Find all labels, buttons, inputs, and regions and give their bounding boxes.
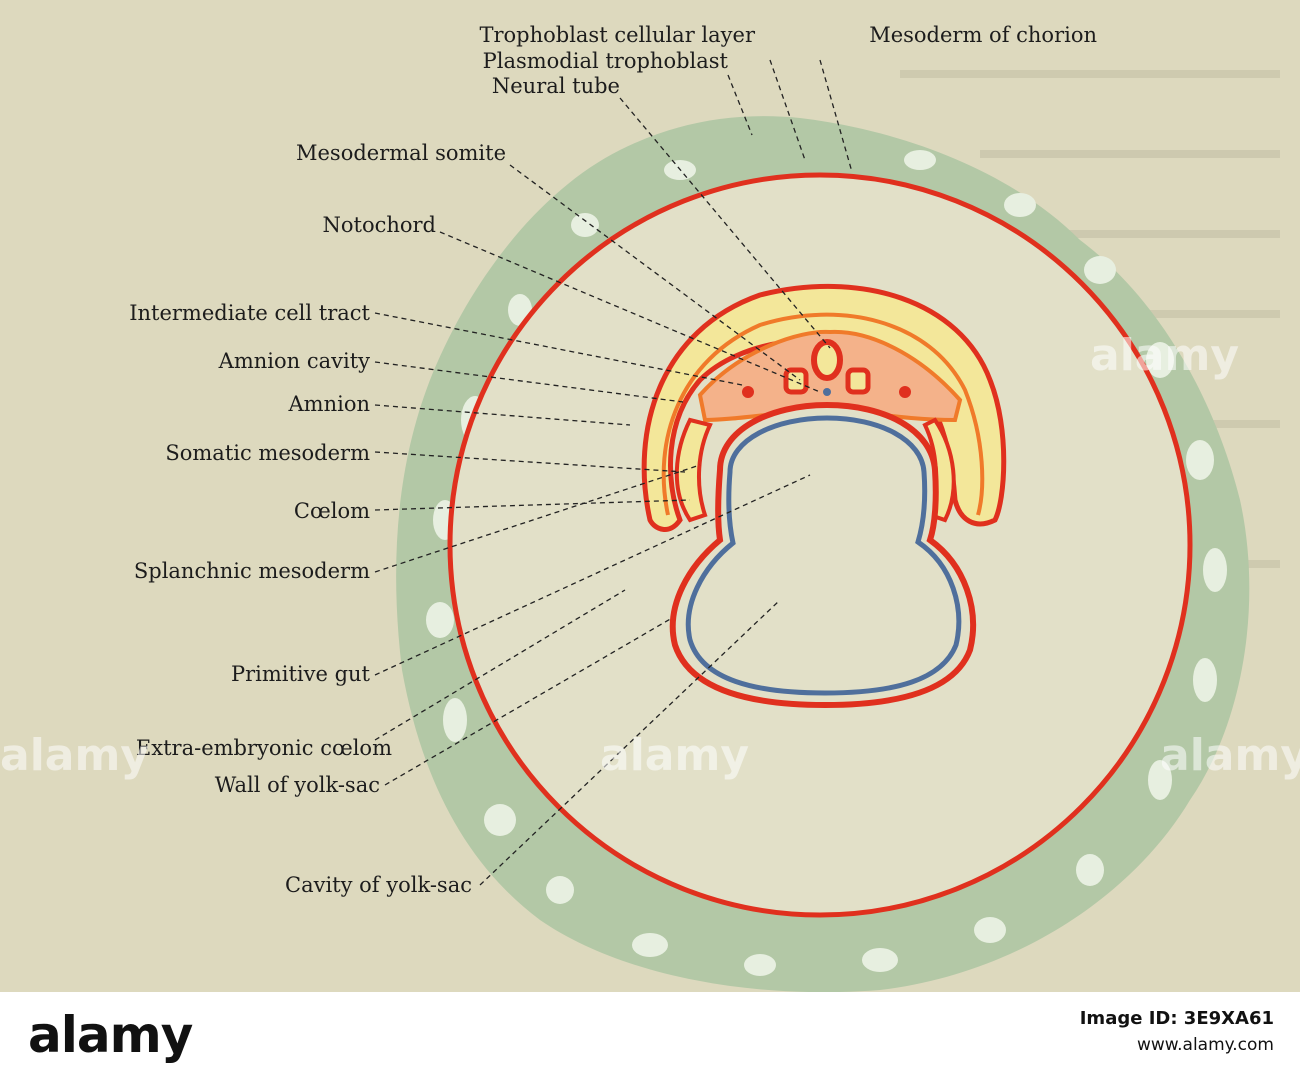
watermark-top-right: alamy: [1090, 330, 1239, 381]
label-wall-of-yolk-sac: Wall of yolk-sac: [215, 773, 380, 797]
footer-bar: alamy Image ID: 3E9XA61 www.alamy.com: [0, 992, 1300, 1083]
leader-lines: [374, 59, 853, 886]
label-intermediate-cell-tract: Intermediate cell tract: [129, 301, 370, 325]
label-extra-embryonic-coelom: Extra-embryonic cœlom: [136, 736, 392, 760]
footer-info: Image ID: 3E9XA61 www.alamy.com: [1080, 1006, 1274, 1058]
watermarks: alamy alamy alamy alamy: [0, 330, 1300, 781]
watermark-bottom-center: alamy: [600, 730, 749, 781]
alamy-logo: alamy: [28, 1006, 193, 1064]
label-trophoblast-cellular-layer: Trophoblast cellular layer: [479, 23, 755, 47]
mesodermal-somite-right: [845, 367, 871, 395]
footer-url: www.alamy.com: [1136, 1035, 1274, 1055]
amnion-inner-ectoderm: [661, 312, 985, 516]
label-amnion: Amnion: [288, 392, 371, 416]
label-notochord: Notochord: [322, 213, 436, 237]
figure: Trophoblast cellular layer Mesoderm of c…: [0, 0, 1300, 992]
label-mesoderm-of-chorion: Mesoderm of chorion: [869, 23, 1097, 47]
label-somatic-mesoderm: Somatic mesoderm: [165, 441, 370, 465]
image-id: Image ID: 3E9XA61: [1079, 1008, 1274, 1029]
label-cavity-of-yolk-sac: Cavity of yolk-sac: [285, 873, 472, 897]
neural-tube: [811, 339, 843, 381]
label-amnion-cavity: Amnion cavity: [218, 349, 370, 373]
label-coelom: Cœlom: [294, 499, 370, 523]
label-mesodermal-somite: Mesodermal somite: [296, 141, 506, 165]
mesoderm-of-chorion: [447, 172, 1193, 918]
label-primitive-gut: Primitive gut: [231, 662, 371, 686]
labels: Trophoblast cellular layer Mesoderm of c…: [129, 23, 1097, 897]
watermark-bottom-left: alamy: [0, 730, 149, 781]
label-splanchnic-mesoderm: Splanchnic mesoderm: [134, 559, 370, 583]
yolk-sac-endoderm: [685, 415, 962, 696]
mesodermal-somite-left: [783, 367, 809, 395]
intermediate-cell-tract-left: [742, 386, 754, 398]
amnion-sac: [641, 283, 1007, 532]
label-neural-tube: Neural tube: [492, 74, 620, 98]
somatic-mesoderm-left: [674, 417, 713, 523]
intermediate-cell-tract-right: [899, 386, 911, 398]
notochord: [823, 388, 831, 396]
label-plasmodial-trophoblast: Plasmodial trophoblast: [483, 49, 729, 73]
embryo-diagram: Trophoblast cellular layer Mesoderm of c…: [0, 23, 1300, 992]
watermark-bottom-right: alamy: [1160, 730, 1300, 781]
